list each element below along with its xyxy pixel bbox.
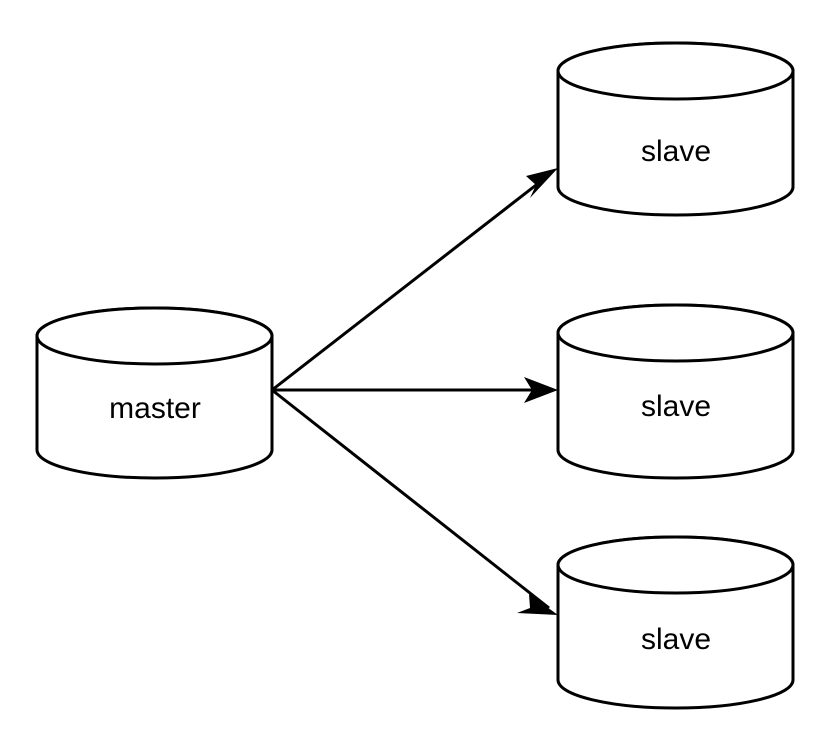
edge-master-to-slave-3[interactable] xyxy=(271,388,558,615)
edge-line-upper xyxy=(271,173,550,392)
node-slave-1[interactable]: slave xyxy=(556,41,795,217)
node-master[interactable]: master xyxy=(35,306,274,480)
node-label-master: master xyxy=(109,392,201,425)
node-label-slave-2: slave xyxy=(641,390,711,423)
node-slave-2[interactable]: slave xyxy=(556,303,795,480)
node-slave-3[interactable]: slave xyxy=(556,535,795,710)
node-group: master slave slave slave xyxy=(35,41,795,710)
arrowhead-upper xyxy=(526,168,558,198)
arrowhead-middle xyxy=(524,377,558,403)
edge-line-lower xyxy=(271,388,550,610)
slave-3-cylinder-top xyxy=(556,535,795,595)
node-label-slave-1: slave xyxy=(641,135,711,168)
slave-2-cylinder-top xyxy=(556,303,795,363)
edge-master-to-slave-1[interactable] xyxy=(271,168,558,392)
slave-1-cylinder-top xyxy=(556,41,795,101)
edge-group xyxy=(271,168,558,615)
edge-master-to-slave-2[interactable] xyxy=(272,377,558,403)
node-label-slave-3: slave xyxy=(641,623,711,656)
master-cylinder-top xyxy=(35,306,274,366)
arrowhead-lower xyxy=(517,594,558,615)
